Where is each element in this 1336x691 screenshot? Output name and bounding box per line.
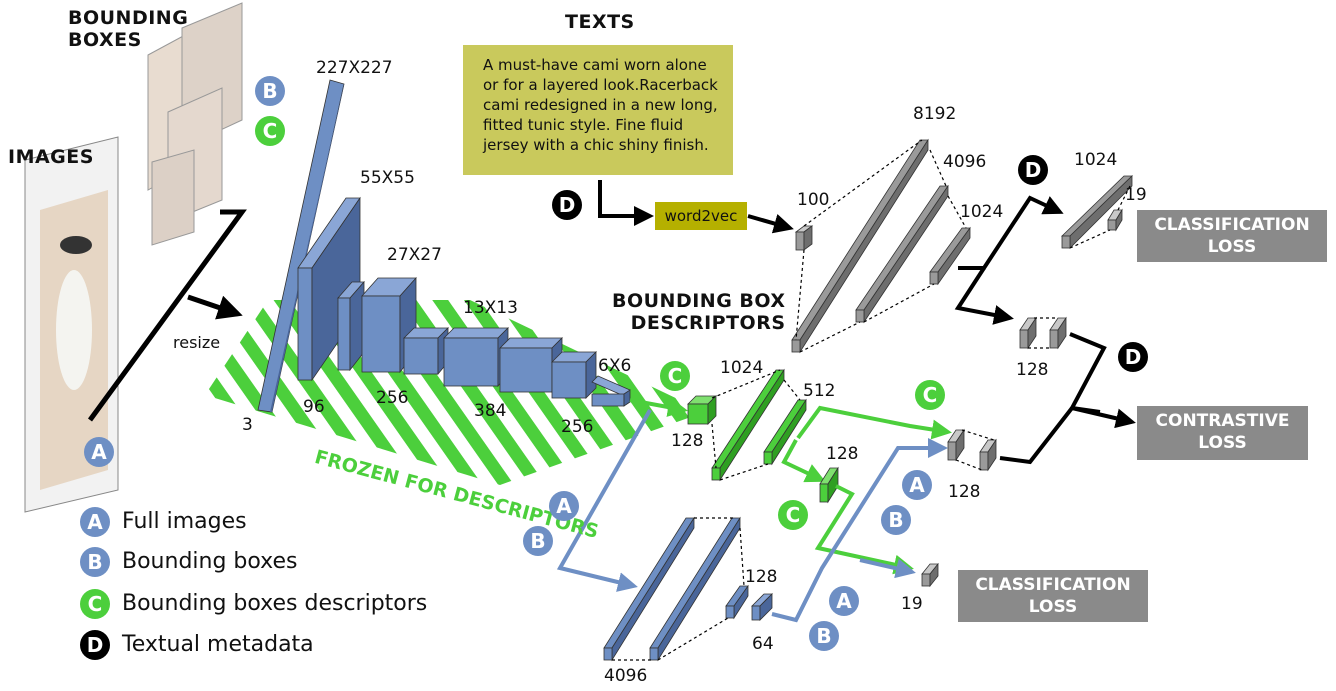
legend-text-d: Textual metadata bbox=[122, 632, 314, 657]
header-images: IMAGES bbox=[8, 146, 94, 168]
legend-badge-c: C bbox=[80, 589, 110, 619]
image-dim-64: 64 bbox=[752, 634, 774, 654]
desc-to-small-line bbox=[781, 439, 826, 483]
cnn-pool-block bbox=[591, 375, 631, 407]
text-cls-fc bbox=[1061, 175, 1133, 249]
legend-text-a: Full images bbox=[122, 509, 247, 534]
word2vec-box: word2vec bbox=[655, 202, 747, 230]
badge-a-bottom: A bbox=[829, 586, 859, 616]
cnn-channels-96: 96 bbox=[303, 397, 325, 417]
badge-a-image-branch: A bbox=[549, 491, 579, 521]
contrastive-loss-box: CONTRASTIVE LOSS bbox=[1137, 406, 1308, 460]
image-cls-dim-19: 19 bbox=[901, 594, 923, 614]
header-bounding-boxes: BOUNDING BOXES bbox=[68, 7, 189, 51]
image-to-contrastive-line bbox=[999, 406, 1074, 465]
badge-b-bottom: B bbox=[809, 621, 839, 651]
text-fc-1024 bbox=[929, 226, 971, 286]
image-to-cls-path bbox=[859, 558, 916, 579]
cnn-conv6-block bbox=[551, 351, 597, 399]
image-fc-layers bbox=[603, 516, 773, 662]
text-dim-4096: 4096 bbox=[943, 152, 987, 172]
header-texts: TEXTS bbox=[565, 11, 635, 33]
resize-label: resize bbox=[173, 333, 221, 352]
bbox-image-cards bbox=[147, 2, 243, 246]
cnn-dim-227: 227X227 bbox=[316, 58, 393, 78]
cnn-input-channels: 3 bbox=[242, 415, 253, 435]
desc-dim-128: 128 bbox=[671, 431, 704, 451]
legend-text-b: Bounding boxes bbox=[122, 549, 298, 574]
badge-a-image: A bbox=[84, 437, 114, 467]
badge-c-contrastive: C bbox=[915, 380, 945, 410]
classification-loss-bottom: CLASSIFICATION LOSS bbox=[958, 570, 1148, 622]
badge-d-contrastive: D bbox=[1118, 342, 1148, 372]
desc-fc-layers bbox=[629, 368, 807, 482]
text-fc-8192 bbox=[791, 138, 929, 354]
text-branch-bottom-line bbox=[954, 266, 1014, 325]
text-fc-layers bbox=[791, 138, 971, 354]
cnn-dim-55: 55X55 bbox=[360, 168, 415, 188]
desc-fc-128b bbox=[819, 466, 839, 504]
text-sample-box: A must-have cami worn alone or for a lay… bbox=[463, 45, 733, 175]
legend-badge-a: A bbox=[80, 507, 110, 537]
image-dim-4096: 4096 bbox=[604, 666, 648, 686]
desc-to-contrastive-line bbox=[796, 405, 952, 440]
desc-to-cls-line bbox=[814, 484, 914, 575]
cnn-channels-256a: 256 bbox=[376, 388, 409, 408]
text-emb-pair bbox=[1019, 316, 1067, 350]
cnn-input-block bbox=[257, 79, 345, 413]
header-bbox-descriptors: BOUNDING BOX DESCRIPTORS bbox=[612, 290, 786, 334]
text-to-contrastive-line bbox=[1068, 332, 1107, 414]
text-branch-top-line bbox=[958, 195, 1064, 270]
image-branch-path bbox=[556, 409, 652, 592]
badge-b-image-branch: B bbox=[523, 526, 553, 556]
bottom-cls-fc bbox=[921, 562, 939, 588]
text-dim-8192: 8192 bbox=[913, 104, 957, 124]
resize-arrow bbox=[187, 294, 243, 320]
text-emb-dim-128: 128 bbox=[1016, 360, 1049, 380]
badge-a-contrastive: A bbox=[902, 470, 932, 500]
badge-c-bbox: C bbox=[255, 116, 285, 146]
text-dim-100: 100 bbox=[797, 190, 830, 210]
text-cls-dim-1024: 1024 bbox=[1074, 150, 1118, 170]
desc-dim-1024: 1024 bbox=[720, 358, 764, 378]
cnn-channels-384: 384 bbox=[474, 401, 507, 421]
badge-d-cls: D bbox=[1018, 155, 1048, 185]
contrastive-pair bbox=[947, 428, 997, 472]
cnn-channels-256b: 256 bbox=[561, 417, 594, 437]
badge-b-bbox: B bbox=[255, 76, 285, 106]
desc-dim-128b: 128 bbox=[826, 444, 859, 464]
badge-b-contrastive: B bbox=[881, 505, 911, 535]
text-to-word2vec-arrow bbox=[598, 180, 654, 226]
cnn-conv3-block bbox=[403, 327, 449, 376]
image-dim-128: 128 bbox=[745, 567, 778, 587]
cnn-dim-6: 6X6 bbox=[598, 356, 632, 376]
resize-path bbox=[87, 209, 247, 422]
text-fc-100 bbox=[794, 225, 814, 251]
legend-badge-b: B bbox=[80, 547, 110, 577]
text-dim-1024: 1024 bbox=[960, 202, 1004, 222]
contrastive-dim-128: 128 bbox=[948, 482, 981, 502]
image-to-contrastive-path bbox=[771, 438, 948, 623]
cnn-blocks bbox=[257, 79, 631, 413]
cnn-conv4-block bbox=[443, 327, 509, 388]
badge-c-desc: C bbox=[660, 361, 690, 391]
classification-loss-top: CLASSIFICATION LOSS bbox=[1137, 210, 1327, 262]
badge-d-text: D bbox=[552, 190, 582, 220]
contrastive-arrow bbox=[1071, 406, 1136, 429]
cnn-dim-13: 13X13 bbox=[463, 298, 518, 318]
legend-text-c: Bounding boxes descriptors bbox=[122, 591, 428, 616]
desc-dim-512: 512 bbox=[803, 381, 836, 401]
badge-c-cls: C bbox=[778, 500, 808, 530]
text-cls-dim-19: 19 bbox=[1125, 185, 1147, 205]
legend-badge-d: D bbox=[80, 630, 110, 660]
cnn-dim-27: 27X27 bbox=[387, 245, 442, 265]
word2vec-to-fc-arrow bbox=[747, 213, 794, 234]
